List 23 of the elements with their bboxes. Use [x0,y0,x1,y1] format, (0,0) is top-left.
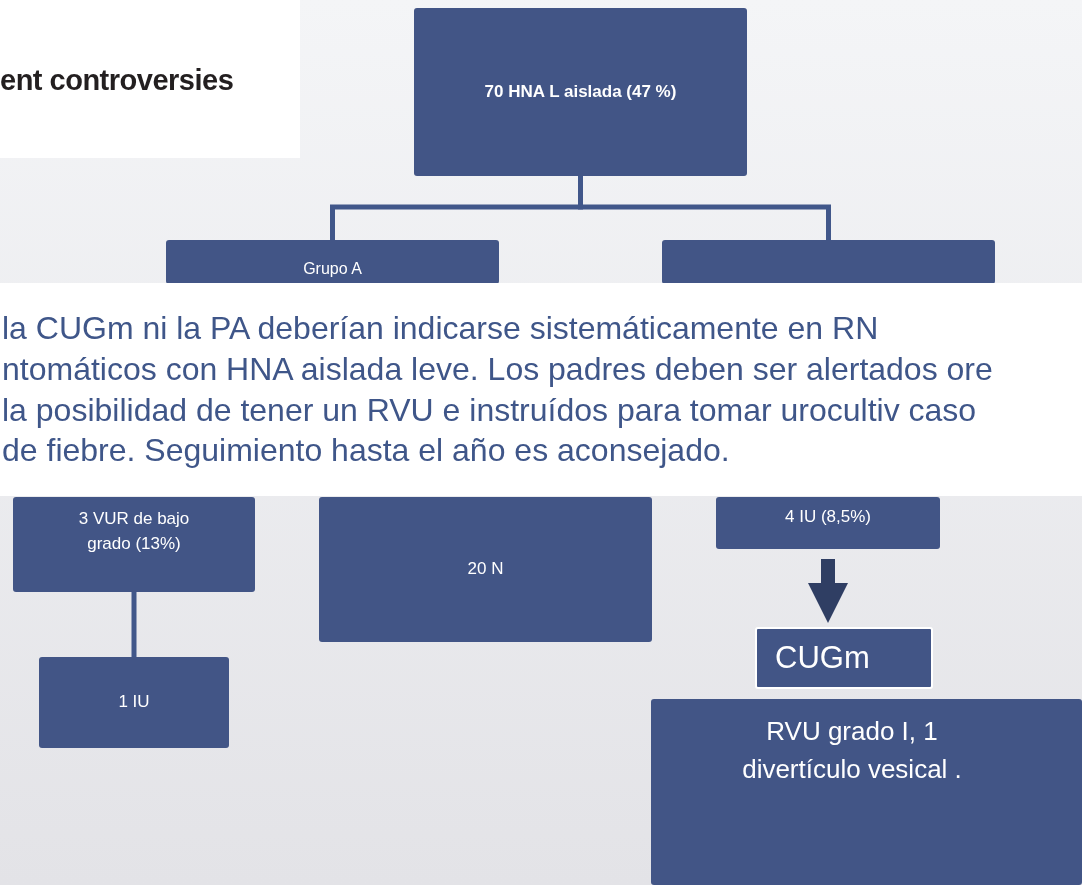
connector-line [131,592,137,657]
box-text: Grupo A [303,259,362,280]
note-panel [0,283,1082,496]
box-text: RVU grado I, 1 divertículo vesical . [741,715,963,786]
box-text: 70 HNA L aislada (47 %) [484,80,677,103]
excerpt-heading: ent controversies [0,64,234,97]
box-text: CUGm [775,638,870,677]
connector-line [578,176,831,240]
box-text: 1 IU [118,691,150,714]
box-text: 4 IU (8,5%) [785,506,871,528]
process-box [662,240,995,284]
process-box [755,627,933,689]
process-box [13,497,255,592]
box-text: 20 N [467,558,504,581]
box-text: 3 VUR de bajo grado (13%) [77,508,191,555]
process-box [414,8,747,176]
process-box [651,699,1082,885]
process-box [716,497,940,549]
block-arrow [808,559,848,623]
process-box [319,497,652,642]
process-box [39,657,229,748]
note-text: la CUGm ni la PA deberían indicarse sistemáticamente en RN ntomáticos con HNA aislada leve. Los padres deben ser alertados ore la posibilidad de tener un RVU e instruídos para tomar urocultiv caso de fiebre. Seguimiento hasta el año es aconsejado. [2,308,994,471]
process-box [166,240,499,284]
